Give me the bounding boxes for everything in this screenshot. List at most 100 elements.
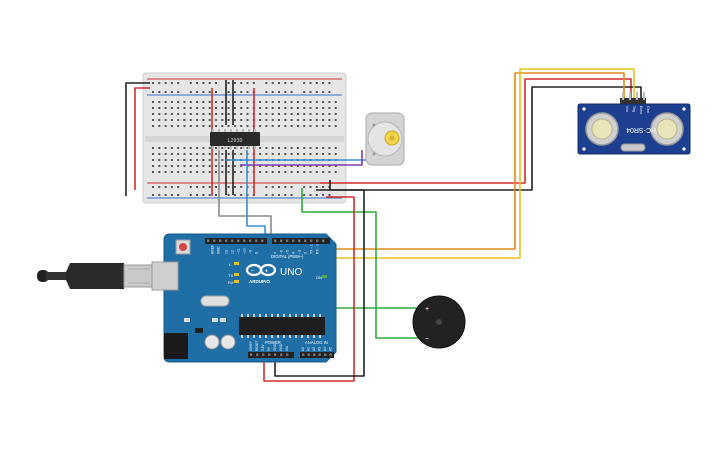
breadboard-hole[interactable] bbox=[240, 125, 243, 127]
breadboard-hole[interactable] bbox=[227, 107, 230, 109]
rail-hole[interactable] bbox=[170, 82, 173, 84]
breadboard-hole[interactable] bbox=[233, 153, 236, 155]
breadboard-hole[interactable] bbox=[215, 101, 217, 103]
usb-cable[interactable] bbox=[37, 263, 155, 289]
breadboard-hole[interactable] bbox=[152, 113, 154, 115]
breadboard-hole[interactable] bbox=[233, 125, 236, 127]
breadboard-hole[interactable] bbox=[240, 153, 243, 155]
breadboard-hole[interactable] bbox=[334, 153, 337, 155]
rail-hole[interactable] bbox=[271, 186, 274, 188]
rail-hole[interactable] bbox=[152, 186, 154, 188]
wire-sensor-red[interactable] bbox=[320, 78, 632, 184]
breadboard-hole[interactable] bbox=[189, 107, 192, 109]
rail-hole[interactable] bbox=[265, 186, 268, 188]
header-hole[interactable] bbox=[310, 239, 313, 242]
breadboard-hole[interactable] bbox=[284, 165, 287, 167]
breadboard-hole[interactable] bbox=[334, 165, 337, 167]
breadboard-hole[interactable] bbox=[296, 113, 299, 115]
rail-hole[interactable] bbox=[227, 194, 230, 196]
breadboard-hole[interactable] bbox=[152, 153, 154, 155]
breadboard-hole[interactable] bbox=[158, 147, 161, 149]
breadboard-hole[interactable] bbox=[215, 159, 217, 161]
breadboard-hole[interactable] bbox=[315, 165, 318, 167]
breadboard-hole[interactable] bbox=[284, 107, 287, 109]
breadboard-hole[interactable] bbox=[208, 147, 211, 149]
breadboard-hole[interactable] bbox=[271, 165, 274, 167]
breadboard-hole[interactable] bbox=[164, 119, 167, 121]
breadboard-hole[interactable] bbox=[158, 159, 161, 161]
breadboard-hole[interactable] bbox=[309, 119, 312, 121]
breadboard-hole[interactable] bbox=[221, 107, 224, 109]
breadboard-hole[interactable] bbox=[296, 125, 299, 127]
breadboard-hole[interactable] bbox=[246, 125, 249, 127]
header-hole[interactable] bbox=[316, 239, 319, 242]
breadboard-hole[interactable] bbox=[322, 153, 325, 155]
breadboard-hole[interactable] bbox=[215, 119, 217, 121]
header-hole[interactable] bbox=[322, 239, 325, 242]
rail-hole[interactable] bbox=[284, 186, 287, 188]
breadboard-hole[interactable] bbox=[177, 147, 180, 149]
breadboard-hole[interactable] bbox=[296, 171, 299, 173]
rail-hole[interactable] bbox=[240, 82, 243, 84]
breadboard-hole[interactable] bbox=[233, 147, 236, 149]
rail-hole[interactable] bbox=[233, 186, 236, 188]
breadboard-hole[interactable] bbox=[189, 101, 192, 103]
breadboard-hole[interactable] bbox=[265, 113, 268, 115]
header-hole[interactable] bbox=[231, 239, 234, 242]
breadboard-hole[interactable] bbox=[240, 119, 243, 121]
breadboard-hole[interactable] bbox=[296, 107, 299, 109]
breadboard-hole[interactable] bbox=[202, 147, 205, 149]
rail-hole[interactable] bbox=[177, 91, 180, 93]
header-hole[interactable] bbox=[261, 239, 264, 242]
breadboard-hole[interactable] bbox=[202, 153, 205, 155]
breadboard-hole[interactable] bbox=[233, 113, 236, 115]
breadboard-hole[interactable] bbox=[265, 101, 268, 103]
breadboard-hole[interactable] bbox=[196, 113, 199, 115]
rail-hole[interactable] bbox=[164, 91, 167, 93]
rail-hole[interactable] bbox=[322, 82, 325, 84]
breadboard-hole[interactable] bbox=[221, 119, 224, 121]
breadboard-hole[interactable] bbox=[202, 125, 205, 127]
rail-hole[interactable] bbox=[290, 194, 293, 196]
breadboard-hole[interactable] bbox=[215, 125, 217, 127]
breadboard-hole[interactable] bbox=[309, 165, 312, 167]
header-hole[interactable] bbox=[268, 353, 271, 356]
breadboard-hole[interactable] bbox=[284, 119, 287, 121]
breadboard-hole[interactable] bbox=[265, 165, 268, 167]
breadboard-hole[interactable] bbox=[164, 125, 167, 127]
breadboard-hole[interactable] bbox=[233, 107, 236, 109]
rail-hole[interactable] bbox=[208, 186, 211, 188]
breadboard-hole[interactable] bbox=[196, 107, 199, 109]
breadboard-hole[interactable] bbox=[309, 113, 312, 115]
rail-hole[interactable] bbox=[290, 82, 293, 84]
breadboard-hole[interactable] bbox=[221, 113, 224, 115]
breadboard-hole[interactable] bbox=[152, 101, 154, 103]
breadboard-hole[interactable] bbox=[290, 147, 293, 149]
breadboard-hole[interactable] bbox=[189, 119, 192, 121]
breadboard-hole[interactable] bbox=[177, 119, 180, 121]
breadboard-hole[interactable] bbox=[152, 125, 154, 127]
breadboard-hole[interactable] bbox=[215, 107, 217, 109]
breadboard-hole[interactable] bbox=[271, 153, 274, 155]
breadboard-hole[interactable] bbox=[183, 101, 186, 103]
rail-hole[interactable] bbox=[196, 91, 199, 93]
breadboard-hole[interactable] bbox=[170, 147, 173, 149]
breadboard-hole[interactable] bbox=[334, 113, 337, 115]
breadboard-hole[interactable] bbox=[164, 147, 167, 149]
breadboard-hole[interactable] bbox=[215, 171, 217, 173]
breadboard-hole[interactable] bbox=[177, 107, 180, 109]
breadboard-hole[interactable] bbox=[278, 119, 280, 121]
breadboard-hole[interactable] bbox=[271, 147, 274, 149]
breadboard-hole[interactable] bbox=[322, 165, 325, 167]
breadboard-hole[interactable] bbox=[328, 113, 331, 115]
rail-hole[interactable] bbox=[202, 194, 205, 196]
breadboard-hole[interactable] bbox=[271, 101, 274, 103]
breadboard-hole[interactable] bbox=[208, 165, 211, 167]
breadboard-hole[interactable] bbox=[265, 119, 268, 121]
breadboard-hole[interactable] bbox=[334, 171, 337, 173]
breadboard-hole[interactable] bbox=[202, 119, 205, 121]
breadboard-hole[interactable] bbox=[259, 153, 262, 155]
breadboard-hole[interactable] bbox=[158, 153, 161, 155]
breadboard-hole[interactable] bbox=[183, 165, 186, 167]
